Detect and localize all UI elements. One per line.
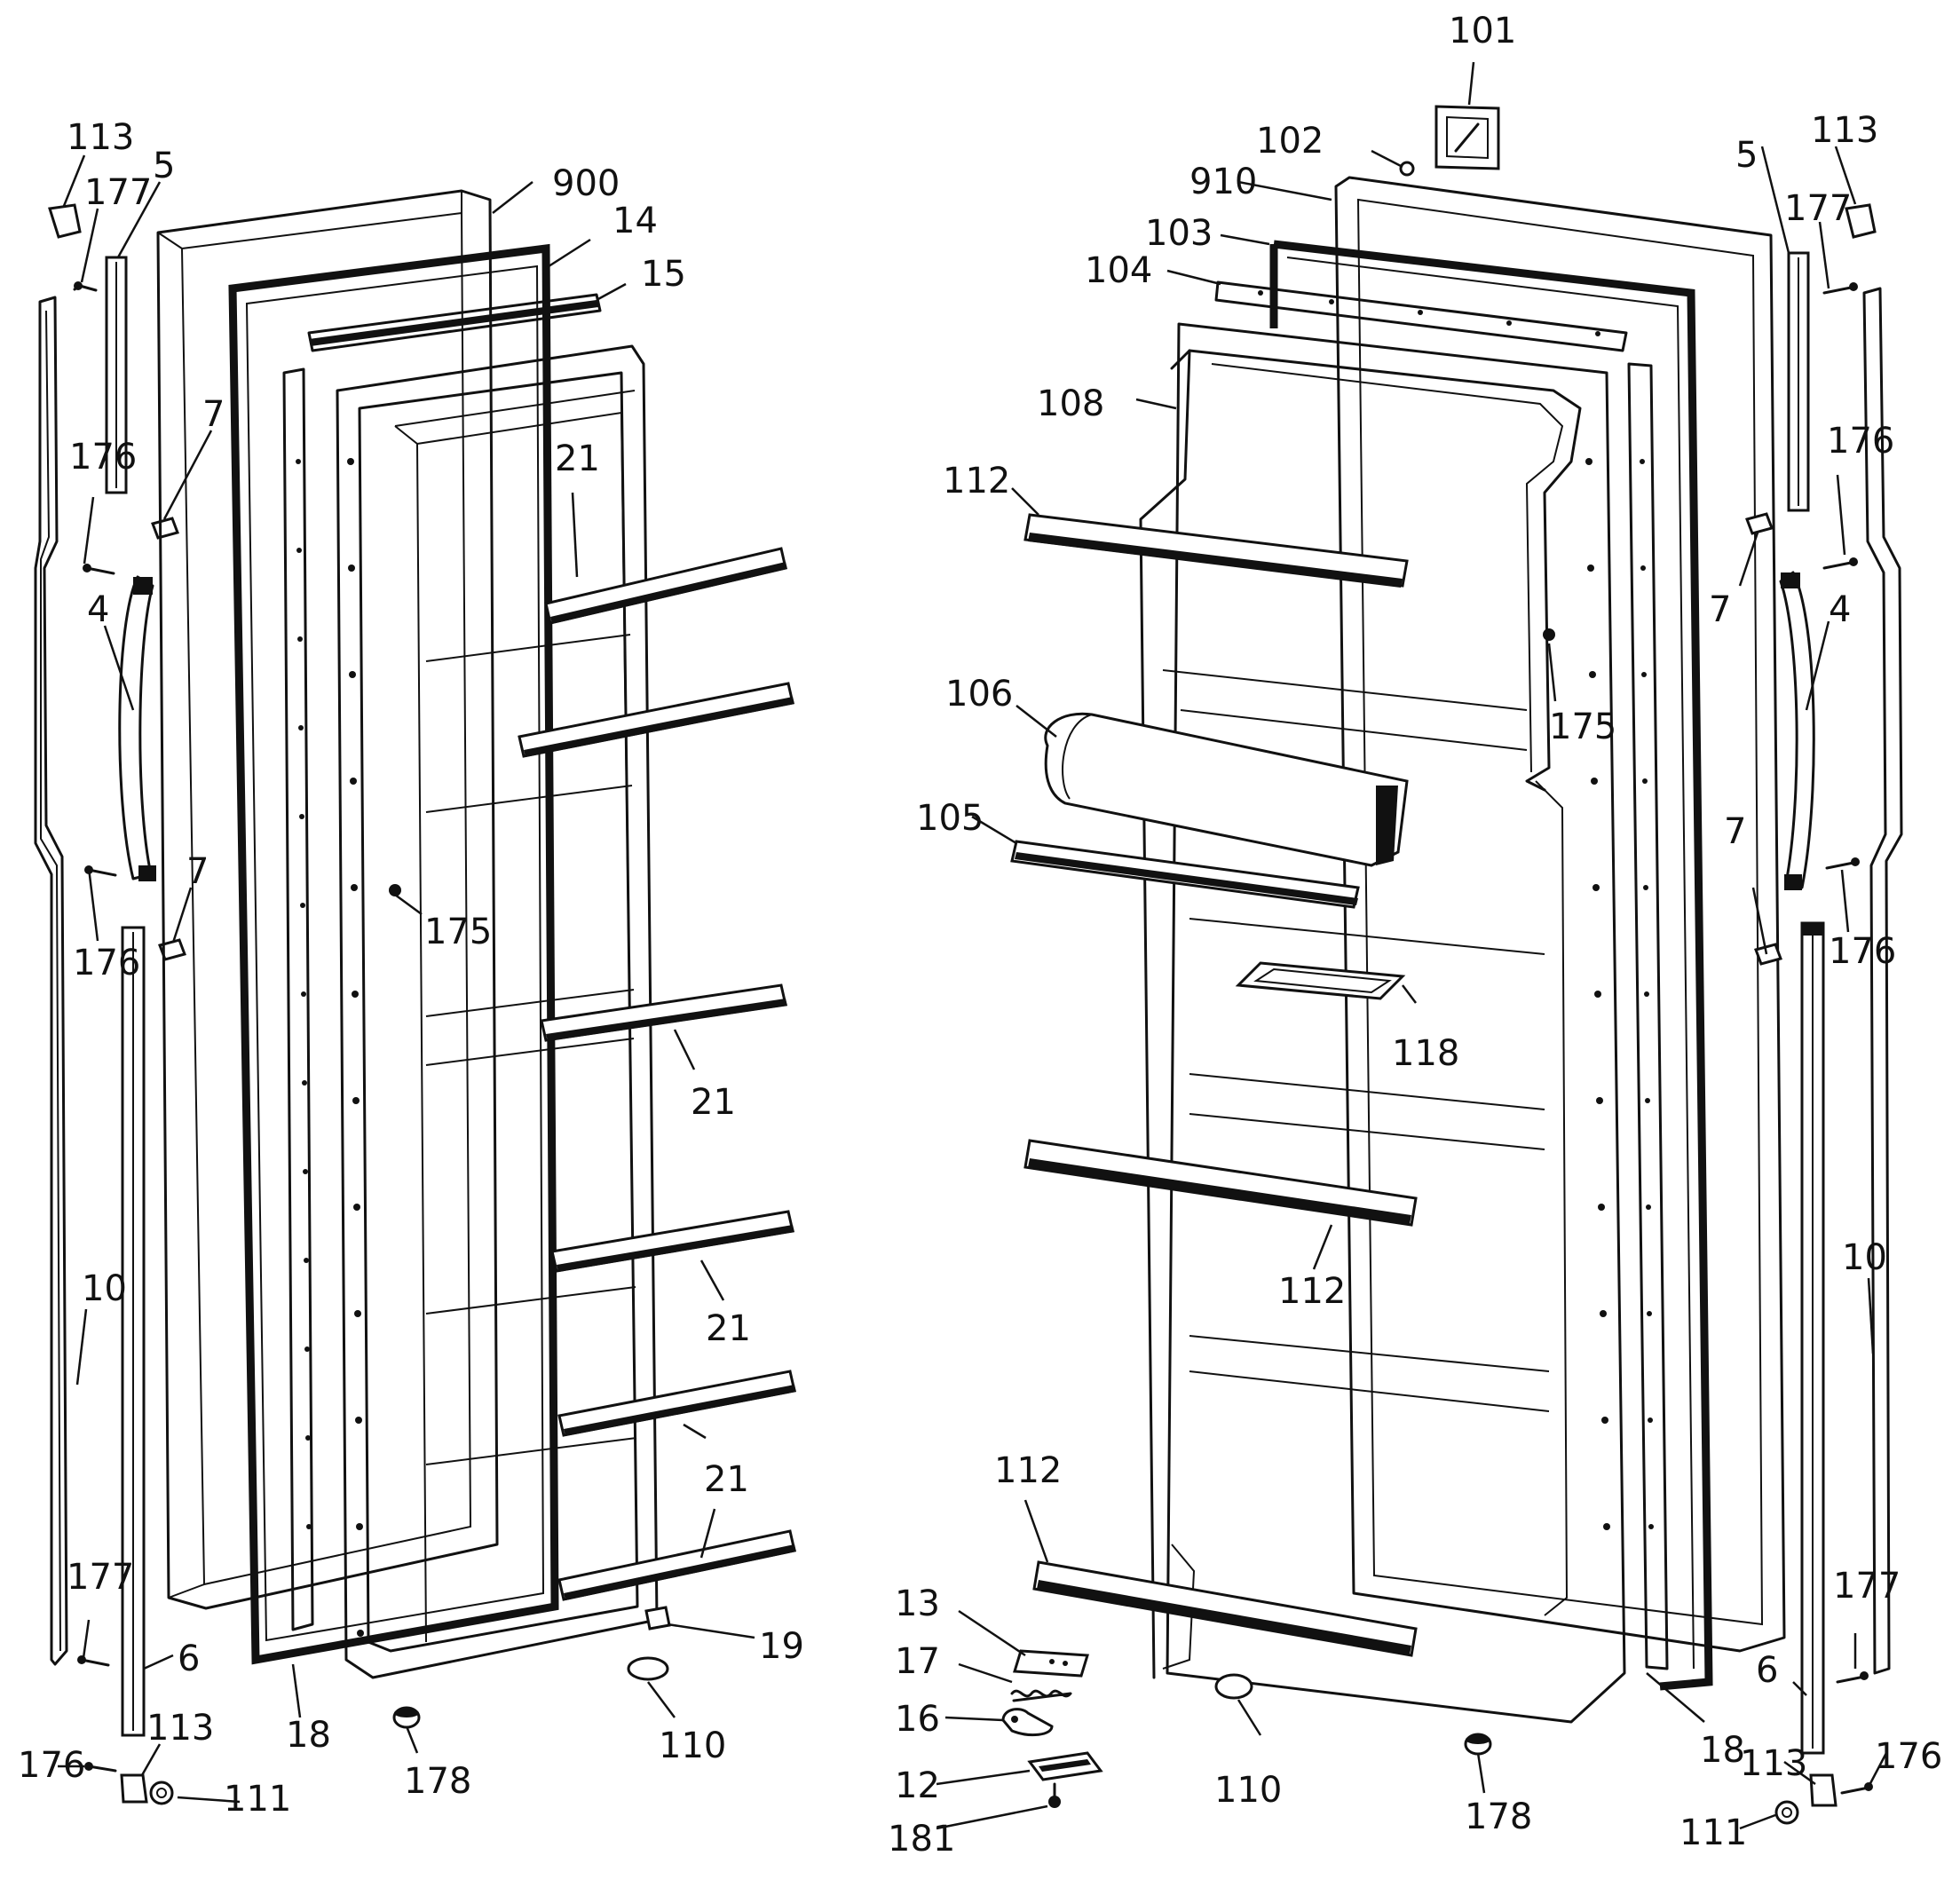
label-7: 7 — [1709, 589, 1731, 630]
label-21: 21 — [691, 1082, 736, 1123]
right-cam-16 — [1001, 1708, 1054, 1737]
label-19: 19 — [759, 1626, 804, 1667]
left-nut — [149, 1781, 174, 1805]
label-111: 111 — [1679, 1812, 1747, 1853]
label-103: 103 — [1145, 213, 1213, 254]
right-nut — [1774, 1800, 1799, 1825]
label-113: 113 — [146, 1708, 214, 1749]
left-cap-110 — [627, 1656, 669, 1681]
label-7: 7 — [186, 851, 209, 892]
label-113: 113 — [67, 117, 134, 158]
label-112: 112 — [994, 1450, 1062, 1491]
label-111: 111 — [224, 1779, 291, 1820]
label-176: 176 — [1827, 421, 1894, 462]
label-6: 6 — [178, 1638, 200, 1679]
label-5: 5 — [1735, 135, 1758, 176]
label-112: 112 — [1278, 1271, 1346, 1312]
right-clip-upper — [1745, 512, 1774, 535]
right-dairy-door-106 — [1044, 712, 1409, 867]
right-cap-110 — [1214, 1673, 1253, 1700]
label-177: 177 — [67, 1557, 134, 1598]
leader-lines — [58, 61, 1888, 1830]
right-end-cap-top — [1845, 203, 1877, 239]
label-10: 10 — [82, 1268, 127, 1309]
right-handle — [1779, 571, 1815, 889]
label-21: 21 — [555, 438, 600, 479]
label-900: 900 — [552, 163, 620, 204]
label-177: 177 — [84, 172, 152, 213]
right-handle-trim — [1862, 287, 1903, 1675]
label-118: 118 — [1392, 1033, 1459, 1074]
right-tray-118 — [1235, 961, 1406, 1000]
right-door-assembly — [1001, 105, 1903, 1825]
label-18: 18 — [1700, 1730, 1745, 1771]
label-181: 181 — [888, 1819, 955, 1860]
right-door-liner-108 — [1166, 322, 1626, 1724]
label-113: 113 — [1811, 110, 1878, 151]
label-13: 13 — [895, 1583, 940, 1624]
right-plug-175 — [1543, 628, 1555, 641]
label-110: 110 — [659, 1725, 726, 1766]
label-16: 16 — [895, 1699, 940, 1740]
label-178: 178 — [1465, 1796, 1532, 1837]
label-106: 106 — [945, 674, 1013, 715]
label-14: 14 — [612, 201, 658, 241]
label-10: 10 — [1842, 1237, 1887, 1278]
label-4: 4 — [87, 589, 109, 630]
right-clip-lower — [1754, 943, 1782, 966]
label-176: 176 — [69, 437, 137, 478]
left-gasket-14 — [228, 243, 559, 1665]
left-stop-19 — [644, 1606, 671, 1631]
left-clip-upper — [151, 517, 179, 540]
label-105: 105 — [916, 798, 984, 839]
label-101: 101 — [1449, 11, 1516, 51]
label-17: 17 — [895, 1641, 940, 1682]
right-end-cap-bottom — [1809, 1773, 1838, 1807]
label-177: 177 — [1784, 188, 1852, 229]
left-screws — [73, 281, 117, 1773]
label-112: 112 — [943, 461, 1010, 501]
label-176: 176 — [73, 943, 140, 983]
label-18: 18 — [286, 1715, 331, 1756]
left-handle — [118, 575, 154, 880]
right-gasket-103 — [1273, 240, 1713, 1691]
right-labels: 101 102 910 103 104 108 112 175 106 105 … — [888, 11, 1942, 1860]
label-110: 110 — [1214, 1770, 1282, 1811]
left-door-assembly — [34, 189, 796, 1805]
label-113: 113 — [1740, 1743, 1807, 1784]
label-7: 7 — [1724, 811, 1746, 852]
right-door-panel-910 — [1334, 176, 1786, 1653]
label-6: 6 — [1756, 1650, 1778, 1691]
right-breaker-strip-104 — [1214, 280, 1628, 352]
label-108: 108 — [1037, 383, 1104, 424]
label-175: 175 — [1549, 707, 1616, 747]
label-15: 15 — [641, 254, 686, 295]
label-7: 7 — [202, 394, 225, 435]
label-176: 176 — [18, 1745, 85, 1786]
left-plug-175 — [389, 884, 401, 896]
left-hinge-strip-18 — [282, 367, 314, 1631]
left-handle-trim — [34, 296, 68, 1666]
label-5: 5 — [153, 146, 175, 186]
left-labels: 113 177 5 7 176 4 176 7 10 177 6 176 113… — [18, 117, 804, 1820]
label-176: 176 — [1829, 931, 1896, 972]
left-end-cap-top — [48, 203, 82, 239]
right-spring-17 — [1010, 1689, 1072, 1702]
label-177: 177 — [1833, 1566, 1901, 1607]
label-910: 910 — [1189, 162, 1257, 202]
label-12: 12 — [895, 1765, 940, 1806]
label-104: 104 — [1085, 250, 1152, 291]
label-102: 102 — [1256, 121, 1324, 162]
label-176: 176 — [1875, 1736, 1942, 1777]
right-hinge-strip-18 — [1627, 362, 1669, 1670]
label-4: 4 — [1829, 589, 1851, 630]
left-shelf-bars — [518, 547, 796, 1601]
left-end-cap-bottom — [120, 1773, 148, 1804]
label-21: 21 — [706, 1308, 751, 1349]
label-21: 21 — [704, 1459, 749, 1500]
label-178: 178 — [404, 1761, 471, 1802]
right-screw-102 — [1399, 161, 1415, 177]
label-175: 175 — [424, 912, 492, 952]
